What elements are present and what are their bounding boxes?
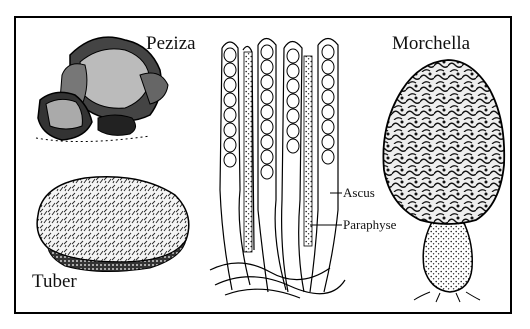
ascus-label: Ascus (343, 186, 375, 199)
asci-drawing (210, 39, 345, 299)
tuber-drawing (37, 177, 189, 272)
peziza-label: Peziza (146, 34, 196, 53)
tuber-label: Tuber (32, 272, 77, 291)
paraphyse-label: Paraphyse (343, 218, 396, 231)
morchella-drawing (383, 60, 504, 302)
morchella-label: Morchella (392, 34, 470, 53)
